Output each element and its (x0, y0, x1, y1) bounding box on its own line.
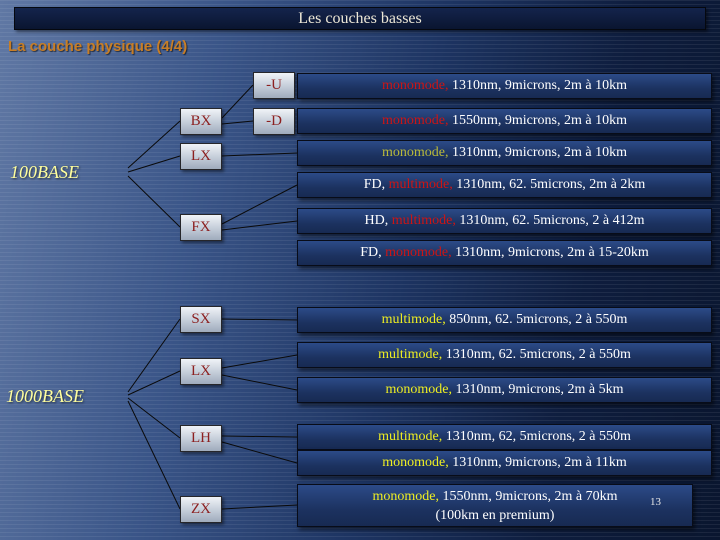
spec-text: 1310nm, 62. 5microns, 2 à 550m (445, 347, 631, 362)
spec-text: 850nm, 62. 5microns, 2 à 550m (449, 312, 628, 327)
spec-keyword: monomode, (385, 245, 456, 260)
spec-row-fx-hd: HD, multimode, 1310nm, 62. 5microns, 2 à… (297, 208, 712, 234)
group-label-1000base: 1000BASE (6, 386, 84, 406)
node-box-lx-100: LX (180, 143, 222, 170)
spec-keyword: multimode, (378, 429, 446, 444)
slide-subtitle: La couche physique (4/4) (8, 38, 188, 55)
spec-row-lx-100: monomode, 1310nm, 9microns, 2m à 10km (297, 140, 712, 166)
spec-text: 1310nm, 62, 5microns, 2 à 550m (445, 429, 631, 444)
spec-keyword: monomode, (385, 382, 456, 397)
spec-keyword: monomode, (382, 455, 453, 470)
spec-row-zx: monomode, 1550nm, 9microns, 2m à 70km (1… (297, 484, 693, 527)
spec-keyword: multimode, (388, 177, 457, 192)
node-box-sx: SX (180, 306, 222, 333)
spec-text: 1550nm, 9microns, 2m à 10km (452, 113, 627, 128)
spec-row-lx-multimode: multimode, 1310nm, 62. 5microns, 2 à 550… (297, 342, 712, 368)
group-label-100base: 100BASE (10, 162, 79, 182)
node-box-lh: LH (180, 425, 222, 452)
spec-row-fd-monomode: FD, monomode, 1310nm, 9microns, 2m à 15-… (297, 240, 712, 266)
spec-prefix: FD, (360, 245, 386, 260)
spec-keyword: multimode, (378, 347, 446, 362)
spec-text: 1310nm, 9microns, 2m à 10km (452, 145, 627, 160)
node-box-zx: ZX (180, 496, 222, 523)
node-box-u: -U (253, 72, 295, 99)
spec-text: 1310nm, 62. 5microns, 2 à 412m (459, 213, 645, 228)
spec-line2: (100km en premium) (435, 508, 555, 523)
node-box-bx: BX (180, 108, 222, 135)
spec-row-bx-d: monomode, 1550nm, 9microns, 2m à 10km (297, 108, 712, 134)
spec-text: 1310nm, 9microns, 2m à 10km (452, 78, 627, 93)
spec-text: 1310nm, 9microns, 2m à 15-20km (455, 245, 649, 260)
spec-text: 1310nm, 9microns, 2m à 5km (455, 382, 624, 397)
spec-keyword: monomode, (372, 489, 443, 504)
spec-text: 1550nm, 9microns, 2m à 70km (442, 489, 618, 504)
slide-title-bar: Les couches basses (14, 7, 706, 30)
spec-keyword: multimode, (381, 312, 450, 327)
page-number: 13 (650, 496, 661, 508)
slide-title: Les couches basses (298, 10, 422, 27)
spec-prefix: HD, (364, 213, 392, 228)
spec-row-lx-monomode: monomode, 1310nm, 9microns, 2m à 5km (297, 377, 712, 403)
node-box-fx: FX (180, 214, 222, 241)
spec-text: 1310nm, 9microns, 2m à 11km (452, 455, 627, 470)
spec-line1: monomode, 1550nm, 9microns, 2m à 70km (298, 487, 692, 506)
spec-keyword: monomode, (382, 113, 452, 128)
spec-prefix: FD, (363, 177, 389, 192)
spec-text: 1310nm, 62. 5microns, 2m à 2km (456, 177, 646, 192)
spec-row-bx-u: monomode, 1310nm, 9microns, 2m à 10km (297, 73, 712, 99)
spec-keyword: monomode, (382, 78, 452, 93)
node-box-d: -D (253, 108, 295, 135)
spec-row-fx-fd: FD, multimode, 1310nm, 62. 5microns, 2m … (297, 172, 712, 198)
spec-row-lh-multimode: multimode, 1310nm, 62, 5microns, 2 à 550… (297, 424, 712, 450)
spec-keyword: multimode, (391, 213, 460, 228)
node-box-lx-1000: LX (180, 358, 222, 385)
spec-keyword: monomode, (382, 145, 452, 160)
spec-row-sx: multimode, 850nm, 62. 5microns, 2 à 550m (297, 307, 712, 333)
spec-row-lh-monomode: monomode, 1310nm, 9microns, 2m à 11km (297, 450, 712, 476)
